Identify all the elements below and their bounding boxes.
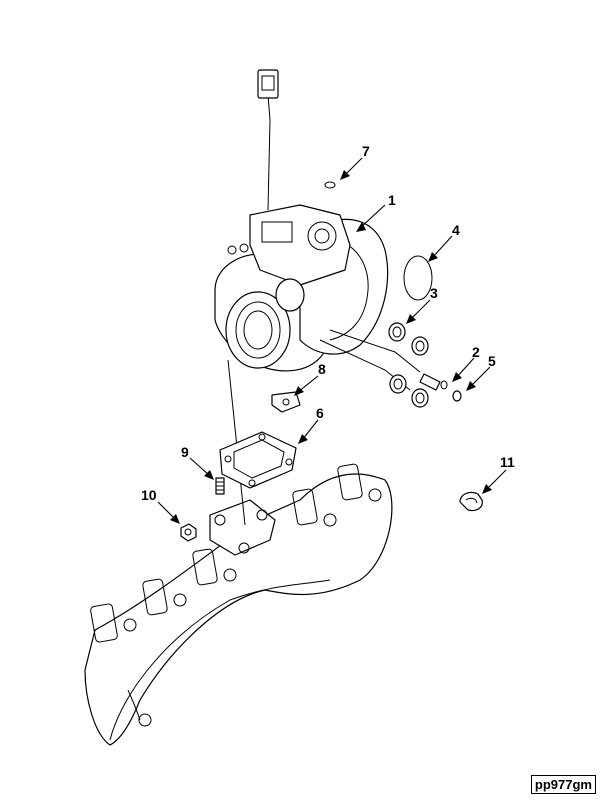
fitting-2 (419, 373, 448, 391)
o-ring-4 (403, 255, 433, 301)
callout-9: 9 (181, 444, 189, 460)
gasket-8 (271, 391, 301, 413)
sealing-washers-3 (388, 322, 429, 408)
callout-7: 7 (362, 143, 370, 159)
callout-8: 8 (318, 361, 326, 377)
clamp-11 (459, 491, 483, 512)
callout-2: 2 (472, 344, 480, 360)
o-ring-7 (324, 181, 336, 189)
callout-3: 3 (430, 285, 438, 301)
gasket-6 (219, 431, 297, 489)
figure-id-label: pp977gm (530, 775, 596, 794)
callout-labels: 1 2 3 4 5 6 7 8 9 10 11 (141, 143, 515, 503)
callout-5: 5 (488, 353, 496, 369)
callout-11: 11 (500, 454, 515, 470)
washer-5 (452, 390, 462, 402)
nut-10 (180, 523, 197, 542)
callout-6: 6 (316, 405, 324, 421)
turbocharger (214, 69, 421, 526)
exhaust-manifold (84, 463, 393, 746)
callout-10: 10 (141, 487, 157, 503)
callout-4: 4 (452, 222, 460, 238)
callout-1: 1 (388, 192, 396, 208)
stud-9 (215, 477, 225, 495)
callout-leaders (157, 157, 507, 524)
